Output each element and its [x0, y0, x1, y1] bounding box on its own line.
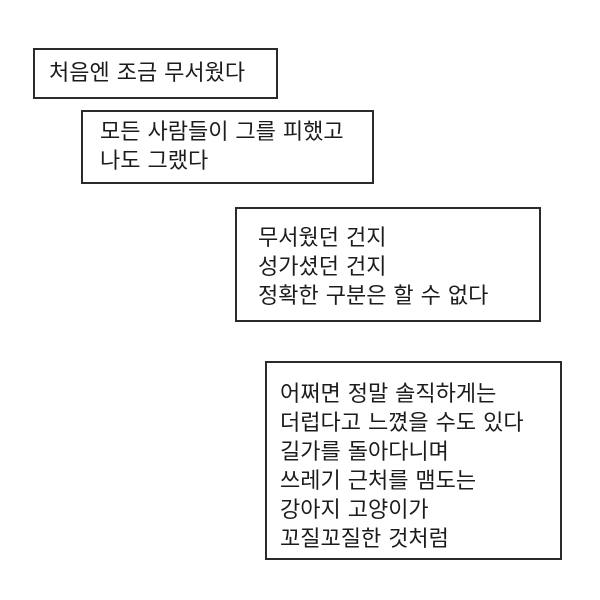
caption-text: 성가셨던 건지 — [258, 255, 387, 280]
caption-box-4: 어쩌면 정말 솔직하게는 더럽다고 느꼈을 수도 있다 길가를 돌아다니며 쓰레… — [265, 361, 562, 560]
caption-text: 무서웠던 건지 — [258, 226, 387, 251]
caption-text: 강아지 고양이가 — [280, 498, 429, 523]
caption-text: 쓰레기 근처를 맴도는 — [280, 469, 477, 494]
caption-text: 길가를 돌아다니며 — [280, 440, 449, 465]
caption-text: 정확한 구분은 할 수 없다 — [258, 284, 489, 309]
caption-box-1: 처음엔 조금 무서웠다 — [33, 48, 278, 99]
caption-text: 어쩌면 정말 솔직하게는 — [280, 382, 497, 407]
caption-text: 처음엔 조금 무서웠다 — [49, 61, 246, 86]
caption-box-2: 모든 사람들이 그를 피했고 나도 그랬다 — [81, 110, 374, 184]
caption-text: 꼬질꼬질한 것처럼 — [280, 527, 449, 552]
caption-box-3: 무서웠던 건지 성가셨던 건지 정확한 구분은 할 수 없다 — [235, 207, 541, 322]
caption-text: 나도 그랬다 — [100, 149, 209, 174]
caption-text: 모든 사람들이 그를 피했고 — [100, 120, 344, 145]
caption-text: 더럽다고 느꼈을 수도 있다 — [280, 411, 524, 436]
